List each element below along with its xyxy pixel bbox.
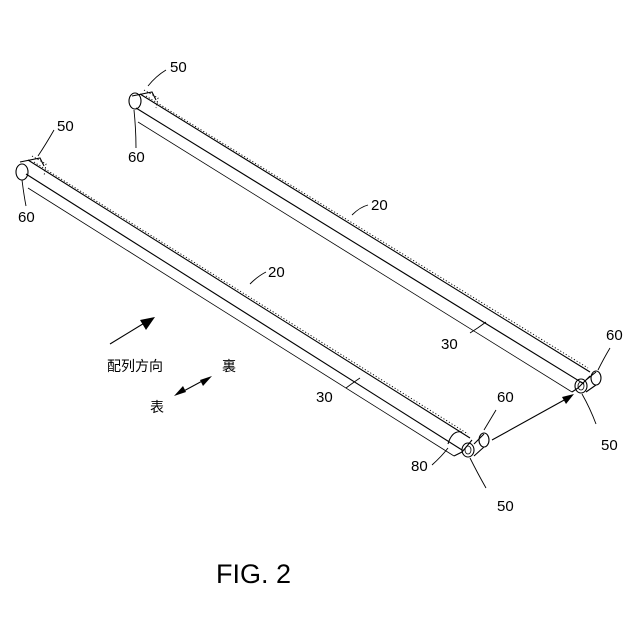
label-20-front: 20	[268, 264, 285, 281]
arrangement-direction-arrow	[110, 317, 155, 344]
figure-caption: FIG. 2	[216, 559, 291, 589]
label-30-front: 30	[316, 389, 333, 406]
label-50-right-back: 50	[601, 437, 618, 454]
label-60-right-back: 60	[606, 327, 623, 344]
back-side-label: 裏	[222, 358, 236, 375]
front-back-arrow	[174, 376, 212, 396]
label-60-right-front: 60	[497, 389, 514, 406]
leader-lines	[22, 70, 610, 488]
label-60-top-back: 60	[128, 149, 145, 166]
label-50-top-front: 50	[57, 118, 74, 135]
label-80: 80	[411, 458, 428, 475]
label-20-back: 20	[371, 197, 388, 214]
label-30-back: 30	[441, 336, 458, 353]
back-rod	[129, 90, 601, 393]
label-50-top-back: 50	[170, 59, 187, 76]
label-50-right-front: 50	[497, 498, 514, 515]
front-rod	[16, 156, 489, 457]
arrangement-direction-label: 配列方向	[107, 359, 163, 375]
label-60-top-front: 60	[18, 209, 35, 226]
front-side-label: 表	[150, 400, 164, 416]
